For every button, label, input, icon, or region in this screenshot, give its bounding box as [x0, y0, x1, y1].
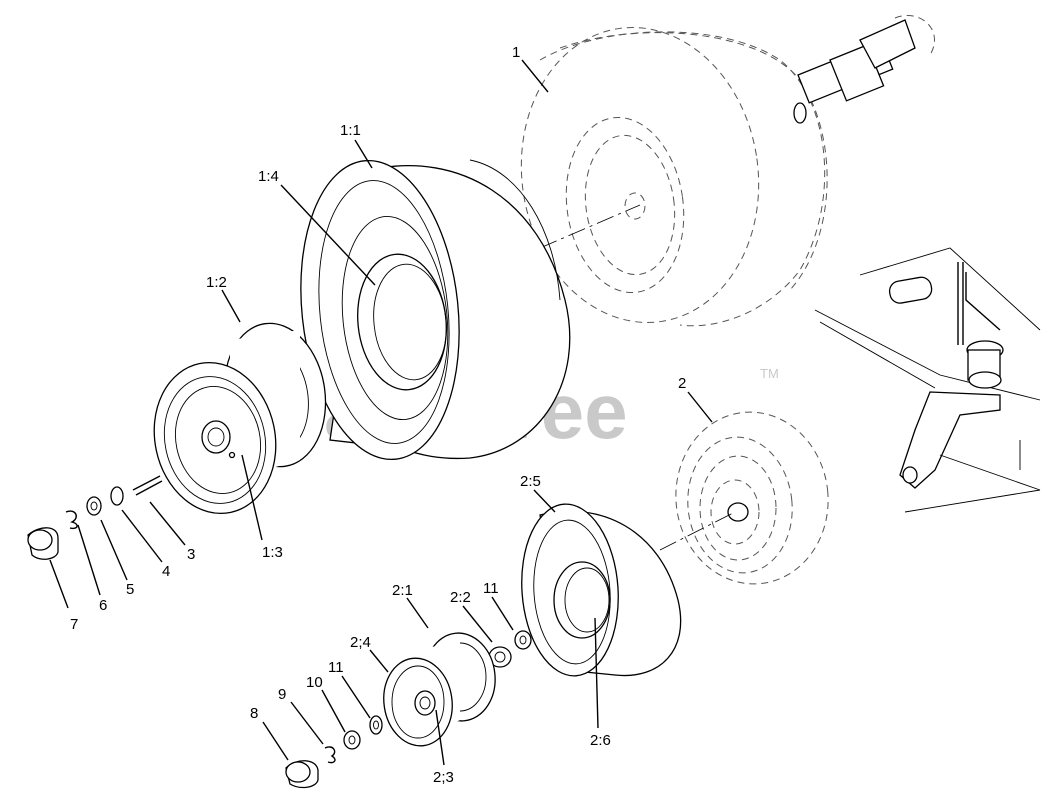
callout-1-4: 1:4: [258, 168, 279, 185]
callout-10: 10: [306, 674, 323, 691]
rear-tire: [300, 159, 571, 461]
callout-3: 3: [187, 546, 195, 563]
front-rim: [383, 632, 496, 747]
rear-rim: [153, 322, 327, 515]
front-bearing: [488, 630, 532, 668]
callout-2-5: 2:5: [520, 473, 541, 490]
rear-wheel-assembly-reference: [520, 27, 828, 327]
callout-9: 9: [278, 686, 286, 703]
rear-hardware: [27, 475, 163, 560]
front-frame-and-fork: [814, 247, 1041, 513]
callout-2-6: 2:6: [590, 732, 611, 749]
callout-6: 6: [99, 597, 107, 614]
callout-11-lower: 11: [328, 659, 344, 676]
callout-1-2: 1:2: [206, 274, 227, 291]
callout-labels: 1 1:1 1:4 1:2 1:3 3 4 5 6 7 2 2:5 11 2:1…: [70, 44, 686, 786]
callout-1-1: 1:1: [340, 122, 361, 139]
front-hardware: [285, 715, 383, 789]
trademark-symbol: TM: [760, 366, 779, 381]
front-wheel-assembly-reference: [659, 411, 829, 585]
callout-1-3: 1:3: [262, 544, 283, 561]
callout-2: 2: [678, 375, 686, 392]
callout-11-upper: 11: [483, 580, 499, 597]
leader-lines: [49, 59, 713, 766]
callout-2-4: 2;4: [350, 634, 371, 651]
rear-axle: [793, 15, 936, 124]
callout-4: 4: [162, 563, 170, 580]
front-tire: [521, 503, 682, 677]
callout-5: 5: [126, 581, 134, 598]
callout-8: 8: [250, 705, 258, 722]
callout-2-3: 2;3: [433, 769, 454, 786]
callout-2-2: 2:2: [450, 589, 471, 606]
callout-1: 1: [512, 44, 520, 61]
callout-2-1: 2:1: [392, 582, 413, 599]
callout-7: 7: [70, 616, 78, 633]
